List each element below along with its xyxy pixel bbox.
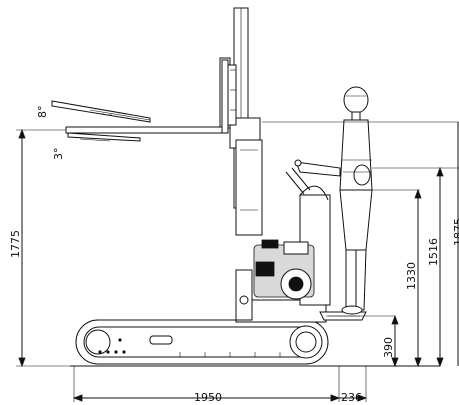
dim-1950-label: 1950 (194, 391, 222, 404)
dim-1875-label: 1875 (452, 218, 459, 246)
dim-390-label: 390 (382, 337, 395, 358)
dimension-1875-partial: 1875 (452, 122, 459, 366)
engine (253, 239, 315, 300)
dimension-1330: 1330 (405, 188, 422, 368)
dim-236-label: 236 (341, 391, 362, 404)
fork-upper-tilted (51, 100, 151, 123)
fork-lower-tilted (67, 132, 141, 142)
operator-figure (339, 86, 373, 315)
operator-handle (285, 159, 341, 195)
dim-1330-label: 1330 (405, 262, 418, 290)
crawler-track (75, 319, 329, 365)
dim-1775-label: 1775 (9, 230, 22, 258)
dimension-1950: 1950 (72, 366, 341, 404)
mast (219, 7, 263, 236)
fork-horizontal (65, 59, 229, 134)
dimension-390: 390 (382, 314, 399, 368)
dimension-1775: 1775 (9, 128, 70, 368)
dim-1516-label: 1516 (427, 238, 440, 266)
angle-down-label: 3° (52, 148, 65, 161)
angle-up-label: 8° (36, 106, 49, 119)
dimension-236: 236 (339, 366, 368, 404)
dimension-1516: 1516 (427, 166, 444, 368)
